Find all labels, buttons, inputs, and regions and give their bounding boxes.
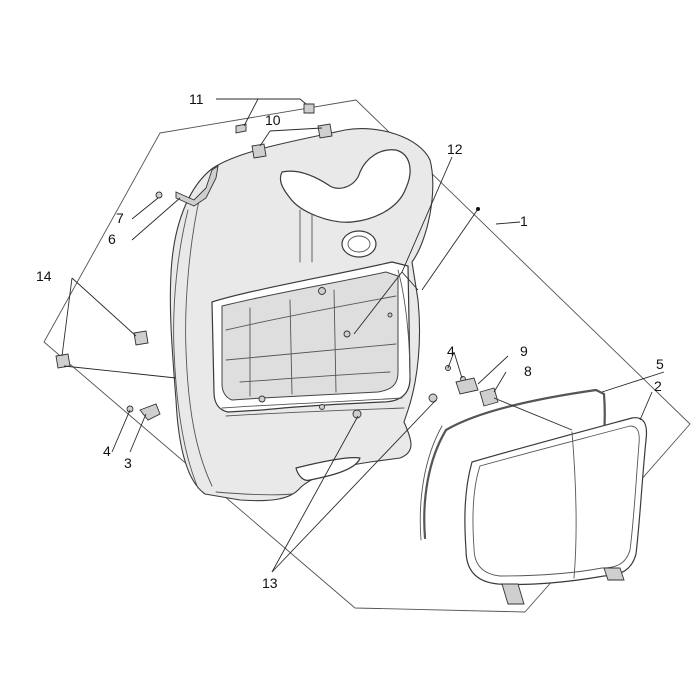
callout-1: 1	[520, 213, 528, 229]
part-6-bracket	[155, 165, 219, 207]
callout-7: 7	[116, 210, 124, 226]
callout-4-left: 4	[103, 443, 111, 459]
callout-8: 8	[524, 363, 532, 379]
part-5-seal	[423, 388, 606, 540]
leg-shield-panel	[169, 128, 438, 502]
callout-labels: 1 2 3 4 4 5 6 7 8 9 10 11 12 13 14	[36, 91, 664, 591]
callout-10: 10	[265, 112, 281, 128]
callout-9: 9	[520, 343, 528, 359]
callout-14: 14	[36, 268, 52, 284]
part-2-glovebox-door	[464, 417, 648, 605]
part-14-clips	[55, 330, 149, 369]
callout-5: 5	[656, 356, 664, 372]
leader-lines	[61, 98, 665, 573]
callout-3: 3	[124, 455, 132, 471]
part-9-latch	[445, 365, 499, 407]
callout-4-right: 4	[447, 343, 455, 359]
part-11-screws	[235, 103, 315, 134]
part-10-clips	[251, 123, 333, 159]
callout-13: 13	[262, 575, 278, 591]
callout-11: 11	[189, 91, 204, 107]
callout-2: 2	[654, 378, 662, 394]
assembly-boundary	[43, 99, 691, 613]
callout-12: 12	[447, 141, 463, 157]
callout-6: 6	[108, 231, 116, 247]
